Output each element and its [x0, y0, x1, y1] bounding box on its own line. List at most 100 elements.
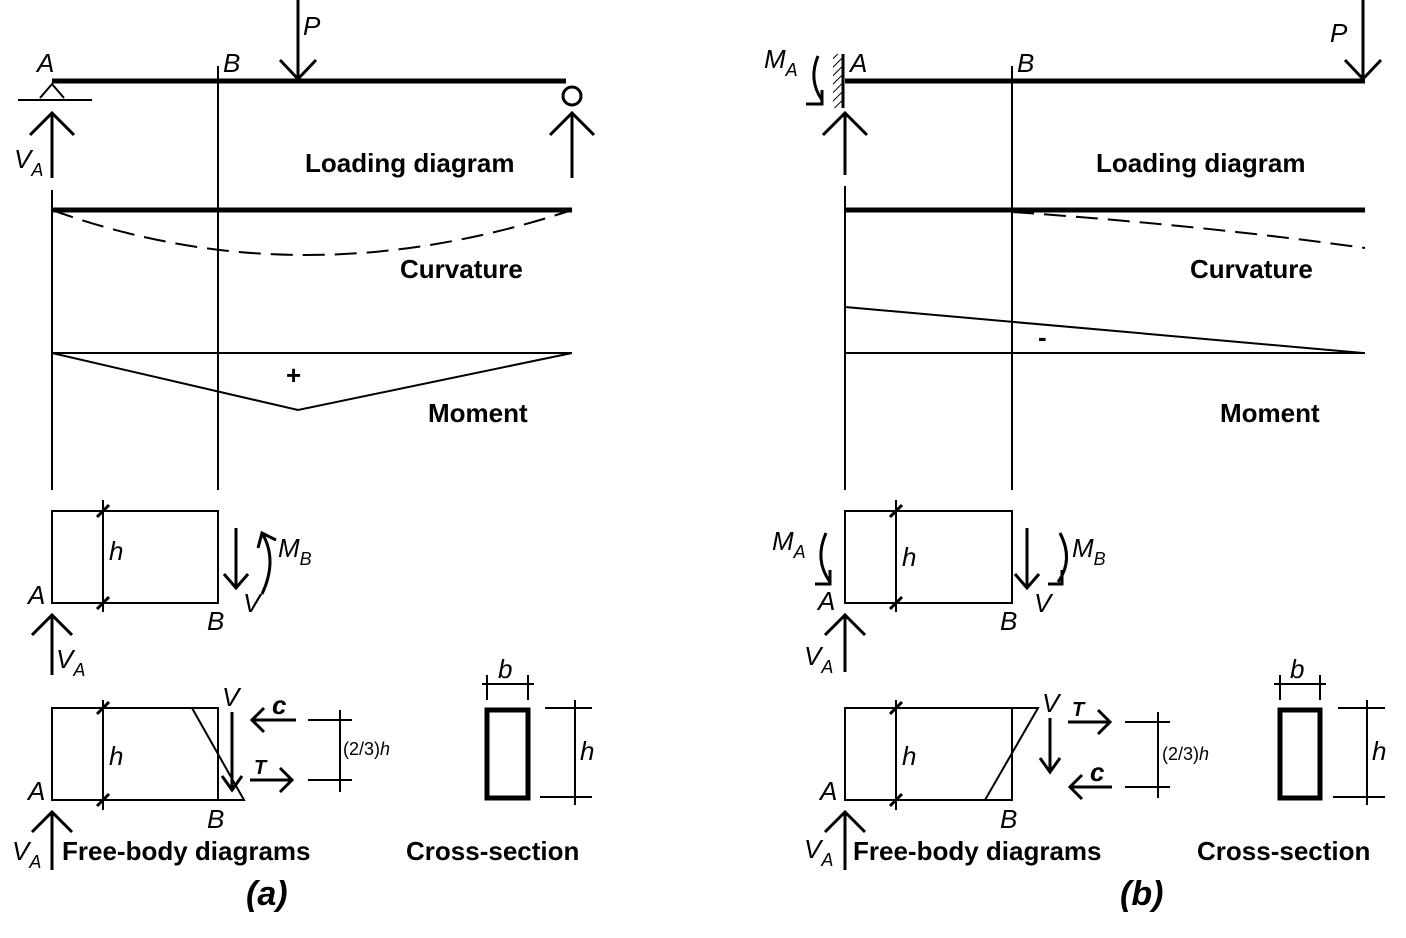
point-b-label: B: [207, 804, 224, 834]
reaction-label: VA: [14, 144, 43, 180]
reaction-arrow-a: [821, 110, 869, 175]
moment-b-label: MB: [1072, 533, 1106, 569]
lever-arm-dimension: [308, 710, 352, 792]
moment-arrow-b: [256, 530, 277, 595]
cross-section-a: b h Cross-section: [406, 654, 594, 866]
tension-arrow: [1068, 708, 1113, 736]
point-b-label: B: [1000, 804, 1017, 834]
stress-block: [191, 707, 246, 801]
curvature-curve: [51, 209, 573, 256]
free-body-diagram-1-a: h MB V A B VA: [26, 500, 312, 680]
fbd-block: [844, 707, 1013, 801]
lever-arm-dimension: [1125, 712, 1170, 798]
moment-a-label: MA: [772, 526, 806, 562]
lever-arm-label: (2/3)h: [1162, 744, 1209, 764]
reaction-arrow-right: [548, 110, 596, 178]
loading-diagram-a: P A B VA Loading diagram: [14, 0, 596, 180]
compression-label: c: [1090, 757, 1105, 787]
free-body-diagram-2-b: h V T c (2/3)h A B VA Free-body diagrams: [804, 688, 1209, 870]
dimension-ticks: [95, 700, 111, 808]
moment-arrow-a: [815, 532, 832, 586]
shear-label: V: [1034, 588, 1054, 618]
moment-title: Moment: [1220, 398, 1320, 428]
shear-label: V: [243, 588, 263, 618]
curvature-curve: [1011, 211, 1366, 249]
reaction-label: VA: [12, 836, 41, 872]
moment-sign: -: [1038, 322, 1047, 352]
loading-title: Loading diagram: [1096, 148, 1305, 178]
point-a-label: A: [818, 776, 837, 806]
fbd-title: Free-body diagrams: [853, 836, 1102, 866]
tension-label: T: [254, 757, 268, 779]
reaction-arrow: [823, 612, 867, 672]
point-b-label: B: [1000, 606, 1017, 636]
point-a-label: A: [35, 48, 54, 78]
height-label: h: [1372, 736, 1386, 766]
point-a-label: A: [26, 580, 45, 610]
shear-arrow: [1013, 528, 1041, 591]
width-dimension: [1274, 675, 1326, 700]
cross-section-b: b h Cross-section: [1197, 654, 1386, 866]
load-arrow-p: [1343, 0, 1383, 82]
moment-curve: [51, 352, 573, 412]
panel-caption: (b): [1120, 875, 1163, 913]
reaction-arrow: [823, 809, 867, 870]
fbd-block: [51, 707, 219, 801]
compression-arrow: [249, 706, 296, 734]
reaction-label: VA: [56, 644, 85, 680]
point-a-label: A: [816, 586, 835, 616]
load-label: P: [1330, 18, 1348, 48]
moment-curve: [844, 306, 1364, 354]
moment-title: Moment: [428, 398, 528, 428]
moment-diagram-b: - Moment: [844, 306, 1365, 428]
height-label: h: [109, 741, 123, 771]
width-dimension: [482, 675, 534, 700]
panel-b: MA A B P Loading diagram Curvature - Mom…: [764, 0, 1386, 913]
dimension-ticks: [888, 503, 904, 611]
height-label: h: [902, 741, 916, 771]
dimension-ticks: [888, 700, 904, 808]
dimension-ticks: [95, 503, 111, 611]
section-rect: [1277, 707, 1323, 801]
height-dimension: [1333, 700, 1385, 805]
section-rect: [484, 707, 531, 801]
stress-block: [984, 707, 1040, 801]
moment-arrow-a: [806, 55, 824, 106]
panel-caption: (a): [246, 875, 288, 913]
point-a-label: A: [848, 48, 867, 78]
shear-label: V: [222, 682, 242, 712]
tension-arrow: [250, 766, 295, 794]
shear-arrow: [1038, 718, 1062, 775]
fbd-title: Free-body diagrams: [62, 836, 311, 866]
compression-arrow: [1067, 773, 1112, 801]
moment-b-label: MB: [278, 533, 312, 569]
reaction-arrow: [30, 612, 74, 675]
curvature-title: Curvature: [1190, 254, 1313, 284]
cross-section-title: Cross-section: [1197, 836, 1370, 866]
reaction-label: VA: [804, 834, 833, 870]
free-body-diagram-1-b: h MA MB V A B VA: [772, 500, 1106, 677]
fixed-support: [833, 54, 843, 108]
lever-arm-label: (2/3)h: [343, 739, 390, 759]
fbd-block: [844, 510, 1013, 604]
width-label: b: [498, 654, 512, 684]
roller-support: [561, 85, 583, 107]
width-label: b: [1290, 654, 1304, 684]
moment-diagram-a: + Moment: [51, 352, 573, 428]
height-label: h: [580, 736, 594, 766]
cross-section-title: Cross-section: [406, 836, 579, 866]
point-b-label: B: [207, 606, 224, 636]
curvature-title: Curvature: [400, 254, 523, 284]
shear-arrow: [220, 712, 244, 793]
point-a-label: A: [26, 776, 45, 806]
load-arrow-p: [278, 0, 318, 82]
reaction-label: VA: [804, 641, 833, 677]
reaction-arrow: [30, 809, 74, 870]
height-label: h: [109, 536, 123, 566]
curvature-diagram-b: Curvature: [845, 207, 1366, 284]
loading-title: Loading diagram: [305, 148, 514, 178]
moment-a-label: MA: [764, 44, 798, 80]
shear-arrow: [222, 528, 250, 591]
point-b-label: B: [223, 48, 240, 78]
